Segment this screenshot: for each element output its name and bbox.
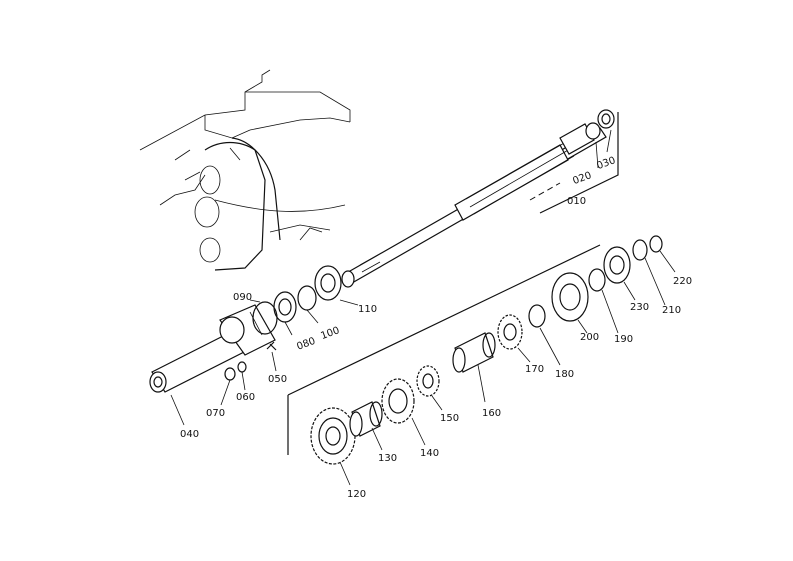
bushing-020 — [585, 122, 601, 140]
callout-010-dash — [529, 182, 561, 201]
label-010: 010 — [567, 196, 586, 207]
label-090: 090 — [233, 292, 252, 303]
gear-set-boundary — [287, 244, 601, 455]
label-220: 220 — [673, 276, 692, 287]
gear-120 — [310, 407, 356, 465]
snap-ring-100 — [297, 285, 317, 311]
part-labels: 010 020 030 040 050 060 070 080 090 100 … — [180, 155, 692, 500]
callout-010 — [539, 112, 619, 214]
gear-170 — [497, 314, 523, 350]
label-070: 070 — [206, 408, 225, 419]
ring-030 — [597, 109, 615, 129]
bushing-130 — [349, 401, 383, 437]
bearing-230 — [603, 246, 631, 284]
label-020: 020 — [571, 170, 593, 187]
label-030: 030 — [595, 155, 617, 172]
gear-140 — [381, 378, 415, 424]
label-160: 160 — [482, 408, 501, 419]
label-200: 200 — [580, 332, 599, 343]
ring-030-inner — [601, 113, 611, 125]
pin-050 — [266, 341, 277, 351]
label-040: 040 — [180, 429, 199, 440]
washer-210 — [632, 239, 648, 261]
label-230: 230 — [630, 302, 649, 313]
shaft-040 — [149, 304, 276, 393]
main-shaft — [341, 123, 607, 288]
nut-070 — [224, 367, 236, 381]
label-060: 060 — [236, 392, 255, 403]
label-210: 210 — [662, 305, 681, 316]
leader-lines — [170, 129, 676, 486]
gear-150 — [416, 365, 440, 397]
label-180: 180 — [555, 369, 574, 380]
bearing-080 — [273, 291, 297, 323]
label-050: 050 — [268, 374, 287, 385]
bearing-110 — [314, 265, 342, 301]
label-120: 120 — [347, 489, 366, 500]
label-190: 190 — [614, 334, 633, 345]
label-080: 080 — [295, 336, 317, 353]
label-170: 170 — [525, 364, 544, 375]
label-140: 140 — [420, 448, 439, 459]
label-130: 130 — [378, 453, 397, 464]
bushing-160 — [452, 332, 496, 373]
bearing-200 — [551, 272, 589, 322]
label-100: 100 — [319, 325, 341, 342]
label-110: 110 — [358, 304, 377, 315]
washer-180 — [528, 304, 546, 328]
ring-190 — [588, 268, 606, 292]
transmission-housing — [139, 69, 351, 271]
snap-ring-220 — [649, 235, 663, 253]
label-150: 150 — [440, 413, 459, 424]
washer-060 — [237, 361, 247, 373]
gasket-090 — [252, 301, 278, 335]
